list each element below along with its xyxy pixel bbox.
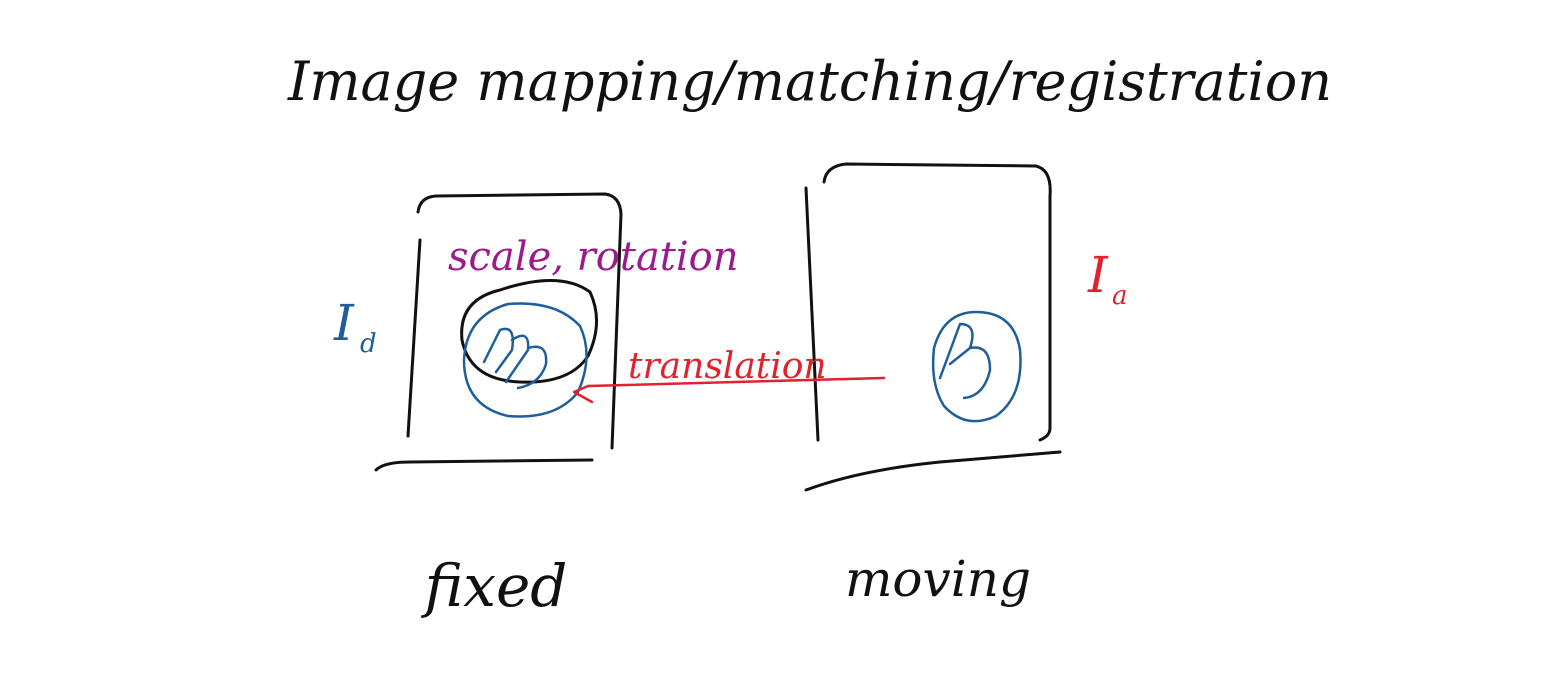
fixed-object	[462, 302, 588, 418]
fixed-caption: fixed	[421, 552, 568, 620]
moving-object	[931, 310, 1022, 423]
fixed-image-symbol: I d	[333, 294, 377, 359]
transformed-outline	[460, 279, 599, 384]
moving-caption: moving	[845, 550, 1031, 608]
diagram-title: Image mapping/matching/registration	[287, 50, 1332, 113]
svg-text:d: d	[360, 329, 377, 359]
moving-image-symbol: I a	[1087, 246, 1128, 311]
fixed-image-frame	[374, 192, 623, 472]
translation-arrow	[572, 376, 886, 404]
svg-text:I: I	[333, 294, 355, 352]
scale-rotation-label: scale, rotation	[448, 234, 739, 280]
svg-text:a: a	[1112, 281, 1128, 311]
moving-image-frame	[804, 162, 1062, 492]
translation-label: translation	[628, 346, 827, 387]
svg-text:I: I	[1087, 246, 1109, 304]
